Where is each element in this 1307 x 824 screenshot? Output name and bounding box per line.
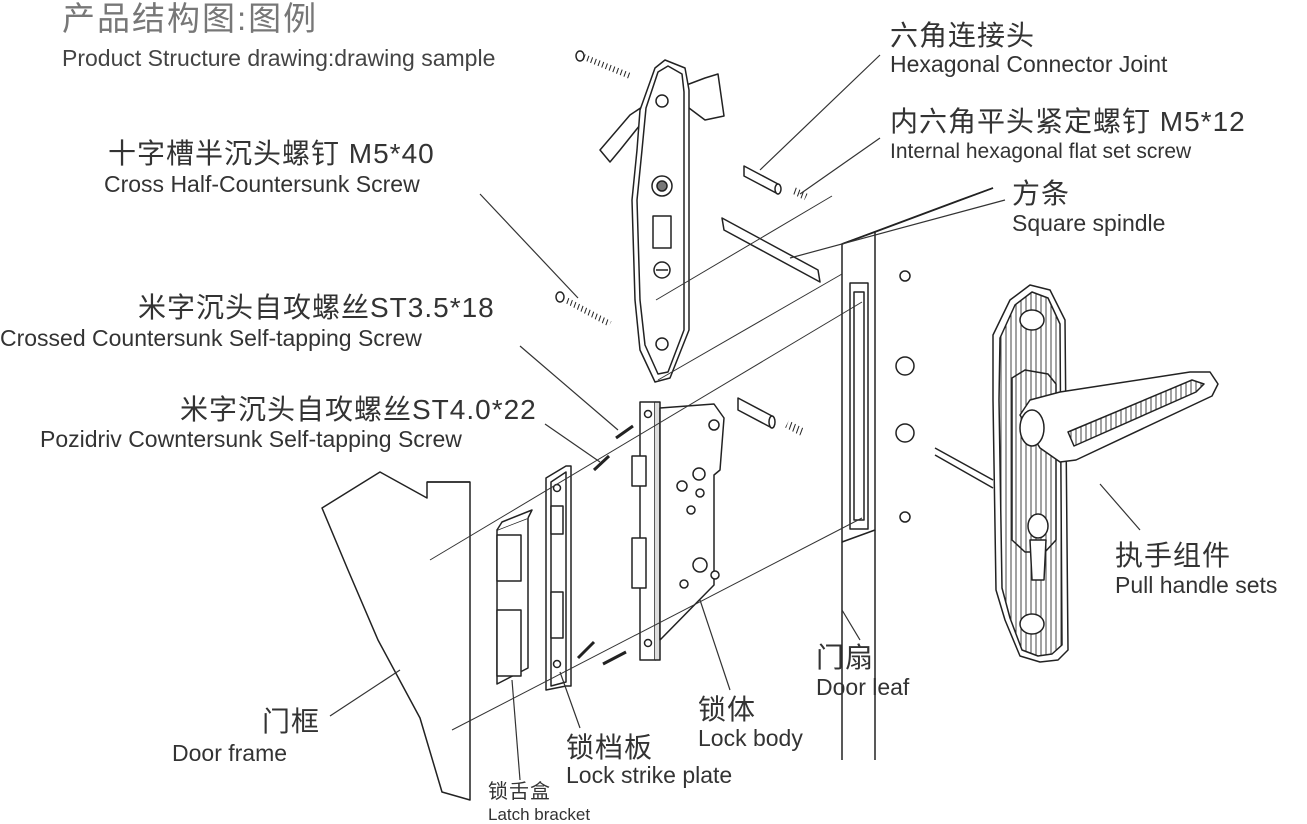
hex-connector-label-cn: 六角连接头: [890, 20, 1036, 51]
square-spindle-label-en: Square spindle: [1012, 210, 1166, 236]
strike-plate-label-cn: 锁档板: [566, 732, 654, 763]
body-screw-top: [615, 424, 634, 440]
latch-bracket: [496, 509, 533, 685]
strike-plate-label-en: Lock strike plate: [566, 762, 733, 788]
cross-screw-bottom: [555, 291, 612, 327]
set-screw-bottom: [785, 420, 804, 436]
cross-screw-label-cn: 十字槽半沉头螺钉 M5*40: [108, 138, 435, 169]
pull-handle-label-en: Pull handle sets: [1115, 572, 1278, 598]
square-spindle: [721, 217, 821, 283]
st40-screw-label-cn: 米字沉头自攻螺丝ST4.0*22: [180, 394, 537, 425]
door-frame-label-en: Door frame: [172, 740, 288, 766]
hex-connector-label-en: Hexagonal Connector Joint: [890, 51, 1168, 77]
st35-screw-label-en: Crossed Countersunk Self-tapping Screw: [0, 325, 422, 351]
spindle-through: [934, 447, 994, 489]
lock-body-label-en: Lock body: [698, 725, 803, 751]
leader-lines: [329, 54, 1141, 781]
door-leaf-label-en: Door leaf: [816, 674, 910, 700]
inside-escutcheon: [599, 59, 725, 383]
door-frame: [321, 471, 471, 801]
lock-body-label-cn: 锁体: [698, 694, 757, 725]
hex-connector-bottom: [737, 397, 776, 429]
title-cn: 产品结构图:图例: [62, 0, 319, 37]
st35-screw-label-cn: 米字沉头自攻螺丝ST3.5*18: [138, 292, 495, 323]
st40-screw-label-en: Pozidriv Cowntersunk Self-tapping Screw: [40, 426, 462, 452]
square-spindle-label-cn: 方条: [1012, 178, 1071, 209]
alignment-lines: [429, 195, 863, 731]
body-screw-bottom: [602, 650, 627, 666]
latch-bracket-label-cn: 锁舌盒: [488, 781, 551, 803]
strike-screw-bottom: [576, 640, 596, 660]
cross-screw-top: [575, 50, 632, 79]
set-screw-top: [791, 186, 808, 201]
door-leaf-label-cn: 门扇: [816, 642, 875, 673]
set-screw-label-cn: 内六角平头紧定螺钉 M5*12: [890, 106, 1246, 137]
hex-connector-top: [743, 165, 782, 195]
pull-handle-label-cn: 执手组件: [1115, 540, 1232, 571]
title-en: Product Structure drawing:drawing sample: [62, 45, 496, 71]
latch-bracket-label-en: Latch bracket: [488, 805, 591, 824]
lock-strike-plate: [545, 465, 572, 691]
strike-screw-top: [592, 454, 611, 472]
lock-body: [631, 401, 725, 661]
cross-screw-label-en: Cross Half-Countersunk Screw: [104, 171, 420, 197]
set-screw-label-en: Internal hexagonal flat set screw: [890, 140, 1192, 163]
door-frame-label-cn: 门框: [262, 706, 321, 737]
pull-handle-set: [992, 284, 1219, 663]
